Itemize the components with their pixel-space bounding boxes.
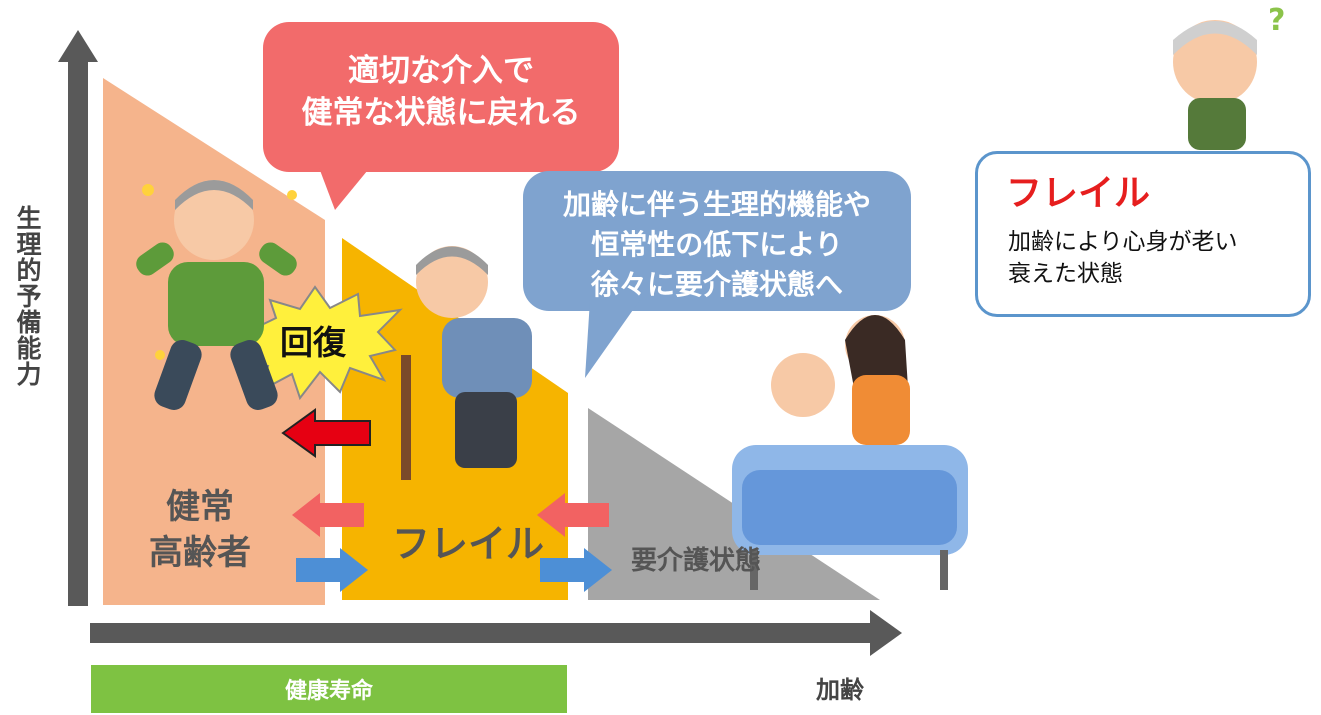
- decline-bubble: 加齢に伴う生理的機能や 恒常性の低下により 徐々に要介護状態へ: [523, 171, 911, 311]
- decline-line-1: 加齢に伴う生理的機能や: [562, 188, 871, 221]
- recovery-arrow: [281, 408, 371, 458]
- healthy-elderly-label: 健常 高齢者: [130, 484, 270, 576]
- intervention-bubble: 適切な介入で 健常な状態に戻れる: [263, 22, 619, 172]
- healthy-lifespan-label: 健康寿命: [284, 679, 373, 704]
- intervention-line-2: 健常な状態に戻れる: [301, 95, 581, 131]
- y-axis-label: 生理的予備能力: [13, 205, 42, 387]
- frail-stage-label: フレイル: [391, 522, 544, 566]
- svg-text:?: ?: [1268, 3, 1285, 38]
- decline-line-2: 恒常性の低下により: [591, 228, 843, 261]
- arrow-to-frail-lower: [296, 548, 368, 592]
- recovery-label: 回復: [280, 323, 346, 362]
- x-axis: [90, 610, 902, 656]
- arrow-to-care-lower: [540, 548, 612, 592]
- intervention-bubble-shape: [263, 22, 619, 210]
- care-stage-label: 要介護状態: [630, 546, 761, 576]
- healthy-elderly-illustration: [136, 180, 297, 410]
- arrow-to-healthy-upper: [292, 493, 364, 537]
- definition-line-2: 衰えた状態: [1008, 261, 1123, 287]
- healthy-lifespan-bar: 健康寿命: [91, 665, 567, 713]
- decline-bubble-shape: [523, 171, 911, 378]
- decline-line-3: 徐々に要介護状態へ: [590, 268, 843, 301]
- care-illustration: [732, 315, 968, 590]
- frailty-definition-box: フレイル 加齢により心身が老い 衰えた状態: [975, 151, 1311, 317]
- definition-line-1: 加齢により心身が老い: [1008, 229, 1238, 255]
- healthy-label-line-1: 健常: [166, 487, 234, 527]
- y-axis: [58, 30, 98, 606]
- question-elderly-illustration: ?: [1173, 3, 1285, 150]
- frail-elderly-illustration: [401, 246, 532, 480]
- arrow-to-frail-upper: [537, 493, 609, 537]
- x-axis-label: 加齢: [816, 676, 864, 704]
- healthy-label-line-2: 高齢者: [149, 533, 251, 573]
- intervention-line-1: 適切な介入で: [348, 53, 534, 89]
- definition-text: 加齢により心身が老い 衰えた状態: [1008, 226, 1298, 290]
- definition-title: フレイル: [1006, 173, 1151, 214]
